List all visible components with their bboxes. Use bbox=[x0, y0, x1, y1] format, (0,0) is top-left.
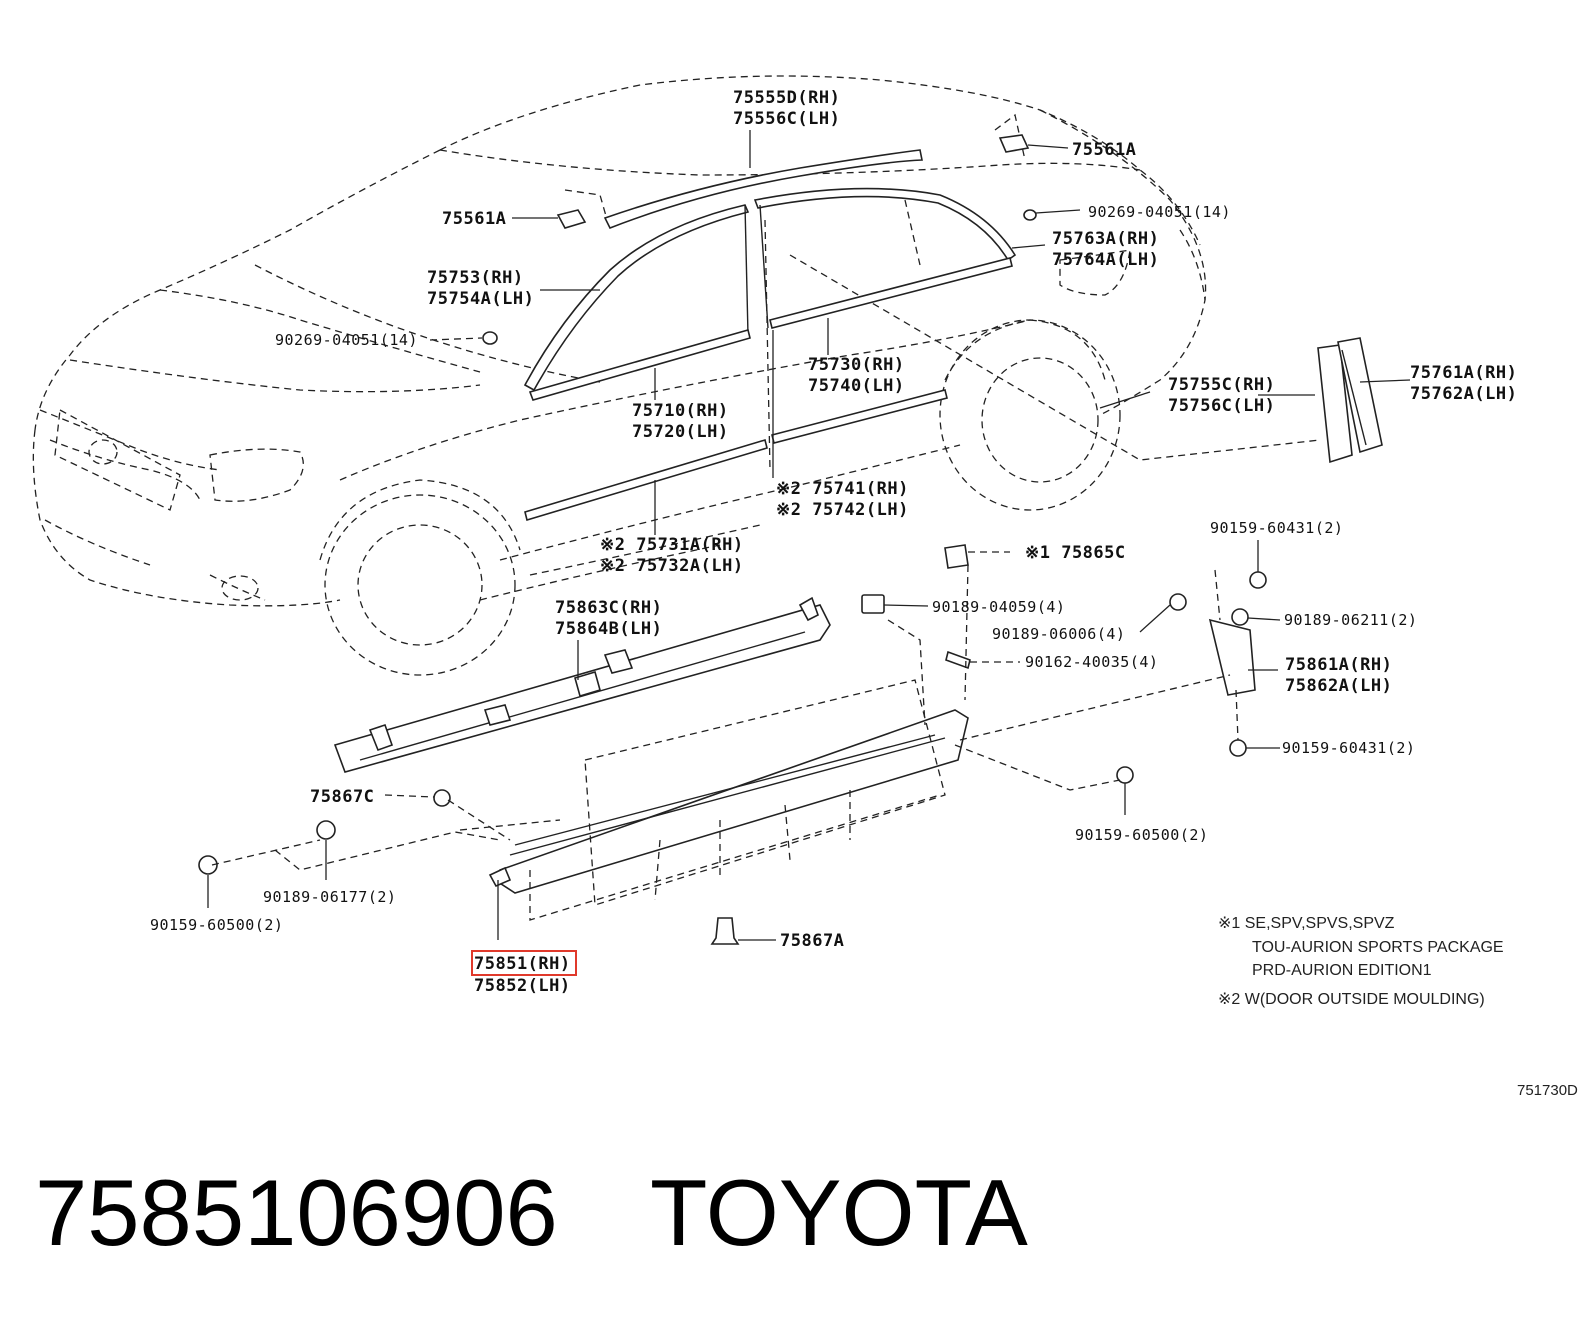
front-door-outside-moulding bbox=[524, 438, 768, 522]
label-90189-06177: 90189-06177(2) bbox=[263, 888, 396, 906]
leader-lines bbox=[207, 130, 1411, 941]
label-75732A: ※2 75732A(LH) bbox=[600, 556, 744, 576]
rocker-panel bbox=[459, 679, 969, 921]
bolt-90159-60500-left bbox=[198, 855, 218, 875]
label-75710: 75710(RH) bbox=[632, 401, 729, 421]
fasteners bbox=[198, 544, 1267, 945]
clip-75865C bbox=[944, 544, 969, 569]
label-75753: 75753(RH) bbox=[427, 268, 524, 288]
highlight-box bbox=[471, 950, 577, 976]
label-75730: 75730(RH) bbox=[808, 355, 905, 375]
label-75740: 75740(LH) bbox=[808, 376, 905, 396]
rear-door-outside-moulding bbox=[771, 389, 948, 444]
bolt-90159-60431-top bbox=[1249, 571, 1267, 589]
window-mouldings bbox=[523, 149, 1017, 522]
label-75754A: 75754A(LH) bbox=[427, 289, 534, 309]
label-75852: 75852(LH) bbox=[474, 976, 571, 996]
clip-75561A-right bbox=[998, 134, 1030, 153]
note-2: ※2 W(DOOR OUTSIDE MOULDING) bbox=[1218, 991, 1485, 1008]
label-75720: 75720(LH) bbox=[632, 422, 729, 442]
clip-75561A-left bbox=[556, 209, 587, 229]
label-75742: ※2 75742(LH) bbox=[776, 500, 909, 520]
front-belt-moulding bbox=[528, 329, 751, 401]
label-90189-04059: 90189-04059(4) bbox=[932, 598, 1065, 616]
part-labels: 75555D(RH) 75556C(LH) 75561A 75561A 9026… bbox=[150, 88, 1517, 996]
rear-belt-moulding bbox=[769, 257, 1013, 329]
bracket-75861A bbox=[1208, 618, 1256, 696]
label-90269-04051-right: 90269-04051(14) bbox=[1088, 203, 1231, 221]
pillar-garnish bbox=[1317, 337, 1383, 464]
label-75867A: 75867A bbox=[780, 931, 844, 951]
roof-drip-moulding bbox=[603, 149, 923, 230]
label-75555D: 75555D(RH) bbox=[733, 88, 840, 108]
label-90159-60500-left: 90159-60500(2) bbox=[150, 916, 283, 934]
footnotes: ※1 SE,SPV,SPVS,SPVZ TOU-AURION SPORTS PA… bbox=[1218, 915, 1578, 1099]
label-75561A-left: 75561A bbox=[442, 209, 506, 229]
clip-90189-06211 bbox=[1231, 608, 1249, 626]
label-75863C: 75863C(RH) bbox=[555, 598, 662, 618]
label-75731A: ※2 75731A(RH) bbox=[600, 535, 744, 555]
part-number: 7585106906 bbox=[35, 1160, 558, 1265]
label-75561A-right: 75561A bbox=[1072, 140, 1136, 160]
footer: 7585106906 TOYOTA bbox=[35, 1160, 1028, 1265]
clip-90269-right bbox=[1023, 209, 1037, 221]
label-90162-40035: 90162-40035(4) bbox=[1025, 653, 1158, 671]
label-75851[interactable]: 75851(RH) bbox=[474, 954, 571, 974]
clip-75867C bbox=[433, 789, 451, 807]
label-75762A: 75762A(LH) bbox=[1410, 384, 1517, 404]
note-1b: TOU-AURION SPORTS PACKAGE bbox=[1252, 939, 1504, 956]
label-75865C: ※1 75865C bbox=[1025, 543, 1126, 563]
label-75861A: 75861A(RH) bbox=[1285, 655, 1392, 675]
label-75755C: 75755C(RH) bbox=[1168, 375, 1275, 395]
screw-90162-40035 bbox=[945, 650, 971, 670]
clips-top bbox=[482, 134, 1037, 345]
clip-90189-06177 bbox=[316, 820, 336, 840]
front-door-frame-moulding bbox=[523, 204, 750, 392]
label-90159-60431-top: 90159-60431(2) bbox=[1210, 519, 1343, 537]
label-75756C: 75756C(LH) bbox=[1168, 396, 1275, 416]
clip-90189-06006 bbox=[1169, 593, 1187, 611]
label-90159-60431-bottom: 90159-60431(2) bbox=[1282, 739, 1415, 757]
label-75761A: 75761A(RH) bbox=[1410, 363, 1517, 383]
clip-90189-04059 bbox=[861, 594, 885, 614]
label-75741: ※2 75741(RH) bbox=[776, 479, 909, 499]
label-90189-06006: 90189-06006(4) bbox=[992, 625, 1125, 643]
brand-name: TOYOTA bbox=[650, 1160, 1028, 1265]
diagram-code: 751730D bbox=[1517, 1082, 1578, 1099]
rear-door-frame-moulding bbox=[753, 187, 1017, 262]
label-75764A: 75764A(LH) bbox=[1052, 250, 1159, 270]
label-90159-60500-right: 90159-60500(2) bbox=[1075, 826, 1208, 844]
label-75867C: 75867C bbox=[310, 787, 374, 807]
bolt-90159-60431-bottom bbox=[1229, 739, 1247, 757]
note-1c: PRD-AURION EDITION1 bbox=[1252, 962, 1432, 979]
clip-90269-left bbox=[482, 331, 498, 345]
car-outline bbox=[32, 75, 1321, 676]
label-90269-04051-left: 90269-04051(14) bbox=[275, 331, 418, 349]
label-75763A: 75763A(RH) bbox=[1052, 229, 1159, 249]
label-75864B: 75864B(LH) bbox=[555, 619, 662, 639]
clip-75867A bbox=[710, 917, 740, 945]
label-90189-06211: 90189-06211(2) bbox=[1284, 611, 1417, 629]
rocker-reinforcement bbox=[333, 596, 831, 773]
note-1: ※1 SE,SPV,SPVS,SPVZ bbox=[1218, 915, 1395, 932]
label-75556C: 75556C(LH) bbox=[733, 109, 840, 129]
label-75862A: 75862A(LH) bbox=[1285, 676, 1392, 696]
